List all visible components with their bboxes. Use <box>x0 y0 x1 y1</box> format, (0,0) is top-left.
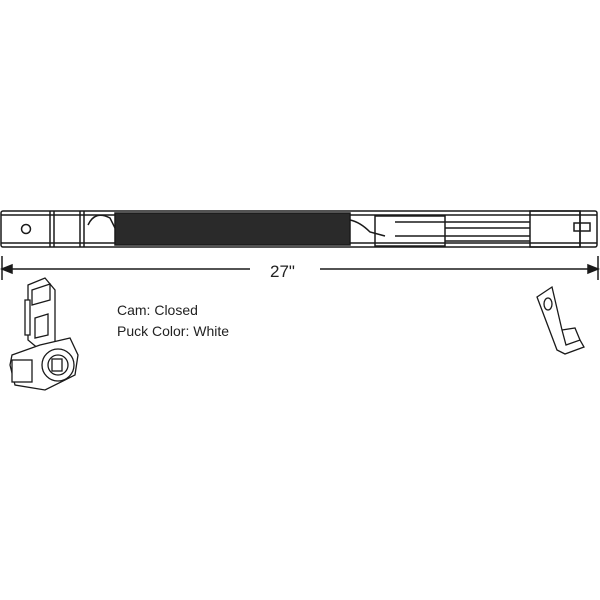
arrow-left-icon <box>0 263 13 275</box>
puck-color-spec: Puck Color: White <box>117 323 230 339</box>
cam-spec: Cam: Closed <box>117 302 198 318</box>
cam-pivot-illustration <box>9 277 79 391</box>
arrow-right-icon <box>587 263 600 275</box>
mounting-hole <box>20 223 32 235</box>
length-dimension-label: 27" <box>270 262 295 281</box>
mounting-bracket-illustration <box>536 285 585 355</box>
spring <box>114 212 351 246</box>
channel-balance <box>0 210 598 248</box>
dimension-line <box>0 256 600 280</box>
